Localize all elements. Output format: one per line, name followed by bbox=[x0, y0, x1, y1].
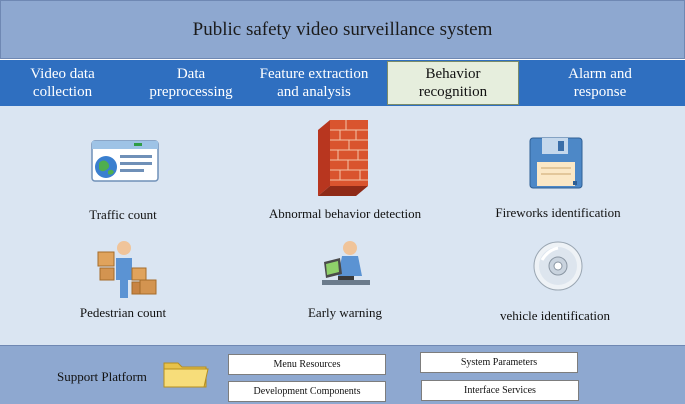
module-tab-bar: Video data collection Data preprocessing… bbox=[0, 60, 685, 106]
menu-resources-box[interactable]: Menu Resources bbox=[228, 354, 386, 375]
feature-label: Early warning bbox=[307, 305, 382, 320]
feature-pedestrian-count: Pedestrian count bbox=[63, 305, 183, 321]
feature-label: Pedestrian count bbox=[79, 305, 167, 320]
feature-label: vehicle identification bbox=[499, 308, 611, 323]
tab-behavior-recognition[interactable]: Behavior recognition bbox=[387, 61, 519, 105]
feature-fireworks-identification: Fireworks identification bbox=[483, 205, 633, 221]
browser-window-globe-icon bbox=[90, 136, 160, 189]
cd-disc-icon bbox=[532, 240, 584, 297]
development-components-box[interactable]: Development Components bbox=[228, 381, 386, 402]
system-parameters-box[interactable]: System Parameters bbox=[420, 352, 578, 373]
feature-label: Abnormal behavior detection bbox=[268, 206, 422, 221]
tab-video-data-collection[interactable]: Video data collection bbox=[30, 66, 95, 100]
folder-icon bbox=[162, 357, 210, 394]
feature-early-warning: Early warning bbox=[290, 305, 400, 321]
person-at-computer-icon bbox=[320, 240, 372, 297]
tab-alarm-and-response[interactable]: Alarm and response bbox=[568, 66, 632, 100]
system-title: Public safety video surveillance system bbox=[192, 18, 493, 40]
behavior-recognition-panel: Traffic count Abnormal behavior detectio… bbox=[0, 106, 685, 345]
tab-data-preprocessing[interactable]: Data preprocessing bbox=[149, 66, 233, 100]
feature-label: Traffic count bbox=[89, 207, 157, 222]
feature-vehicle-identification: vehicle identification bbox=[485, 308, 625, 324]
interface-services-box[interactable]: Interface Services bbox=[421, 380, 579, 401]
feature-traffic-count: Traffic count bbox=[63, 207, 183, 223]
support-platform-title: Support Platform bbox=[57, 369, 147, 384]
feature-label: Fireworks identification bbox=[495, 205, 621, 220]
system-title-bar: Public safety video surveillance system bbox=[0, 0, 685, 59]
floppy-disk-icon bbox=[528, 136, 584, 195]
feature-abnormal-behavior-detection: Abnormal behavior detection bbox=[255, 206, 435, 222]
tab-feature-extraction[interactable]: Feature extraction and analysis bbox=[259, 66, 369, 100]
support-platform-bar: Support Platform Menu Resources System P… bbox=[0, 345, 685, 404]
firewall-icon bbox=[316, 118, 370, 205]
person-with-boxes-icon bbox=[96, 238, 158, 305]
